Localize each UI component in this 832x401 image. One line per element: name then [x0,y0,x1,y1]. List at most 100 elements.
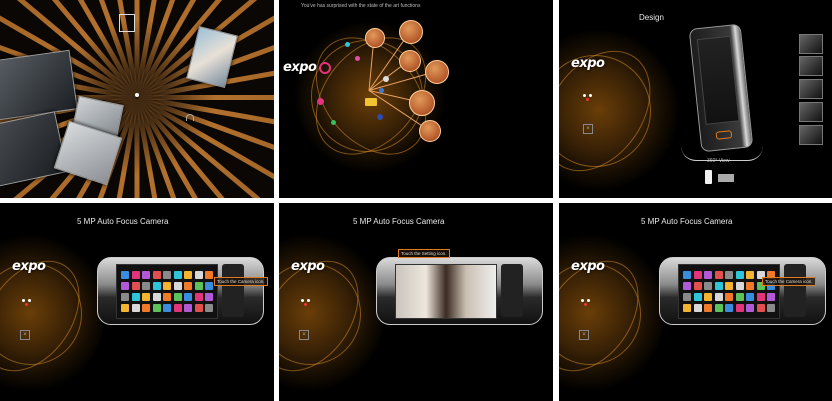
app-icon[interactable] [163,271,171,279]
app-icon[interactable] [121,304,129,312]
app-icon[interactable] [683,304,691,312]
app-icon[interactable] [693,282,702,290]
app-icon[interactable] [756,304,765,312]
bluetooth-icon[interactable] [383,76,389,82]
thumbnail-4[interactable] [799,102,823,122]
app-icon[interactable] [746,271,754,279]
close-icon[interactable]: × [579,330,589,340]
app-icon[interactable] [735,304,744,312]
app-icon[interactable] [735,271,744,279]
app-icon[interactable] [704,271,712,279]
thumbnail-1[interactable] [799,34,823,54]
app-icon[interactable] [704,293,712,301]
close-icon[interactable]: × [299,330,309,340]
app-icon[interactable] [194,293,203,301]
app-icon-cyan[interactable] [345,42,350,47]
app-icon[interactable] [131,282,140,290]
color-swatch-gray[interactable] [718,174,734,182]
app-icon[interactable] [767,282,775,290]
app-icon[interactable] [714,282,723,290]
app-icon[interactable] [152,293,161,301]
app-icon[interactable] [693,304,702,312]
app-icon[interactable] [142,271,150,279]
app-icon[interactable] [756,282,765,290]
app-icon[interactable] [152,282,161,290]
function-bubble-6[interactable] [419,120,441,142]
app-icon[interactable] [683,282,691,290]
app-icon[interactable] [693,271,702,279]
app-icon[interactable] [704,282,712,290]
app-icon[interactable] [173,293,182,301]
app-icon[interactable] [152,304,161,312]
app-icon-blue[interactable] [379,88,384,93]
thumbnail-3[interactable] [799,79,823,99]
app-icon[interactable] [194,282,203,290]
thumbnail-2[interactable] [799,56,823,76]
app-icon[interactable] [693,293,702,301]
app-icon[interactable] [142,282,150,290]
app-icon[interactable] [163,282,171,290]
app-icon[interactable] [725,304,733,312]
app-icon[interactable] [725,282,733,290]
app-icon[interactable] [131,271,140,279]
app-icon-green[interactable] [331,120,336,125]
app-icon[interactable] [746,304,754,312]
function-bubble-2[interactable] [399,20,423,44]
app-icon[interactable] [205,271,213,279]
app-icon[interactable] [735,293,744,301]
app-icon[interactable] [756,293,765,301]
app-icon[interactable] [767,293,775,301]
phone-horizontal[interactable] [659,257,826,325]
app-icon[interactable] [121,282,129,290]
app-icon[interactable] [142,293,150,301]
app-icon[interactable] [683,271,691,279]
app-icon[interactable] [194,271,203,279]
app-icon[interactable] [142,304,150,312]
function-bubble-4[interactable] [425,60,449,84]
app-icon[interactable] [725,293,733,301]
app-icon[interactable] [121,293,129,301]
app-icon[interactable] [735,282,744,290]
app-icon[interactable] [184,271,192,279]
color-swatch-white[interactable] [705,170,712,184]
function-bubble-5[interactable] [409,90,435,116]
app-icon[interactable] [205,304,213,312]
app-icon[interactable] [163,293,171,301]
app-icon-pink[interactable] [355,56,360,61]
app-icon[interactable] [194,304,203,312]
phone-vertical[interactable] [688,23,754,153]
app-icon[interactable] [131,304,140,312]
app-icon-darkblue[interactable] [377,114,383,120]
thumbnail-5[interactable] [799,125,823,145]
app-icon[interactable] [121,271,129,279]
phone-horizontal[interactable] [97,257,264,325]
app-icon[interactable] [756,271,765,279]
function-bubble-1[interactable] [365,28,385,48]
app-icon[interactable] [767,271,775,279]
app-icon-red[interactable] [317,98,324,105]
app-icon[interactable] [152,271,161,279]
mail-icon[interactable] [365,98,377,106]
phone-horizontal[interactable] [376,257,543,325]
app-icon[interactable] [714,293,723,301]
app-icon[interactable] [184,282,192,290]
app-icon[interactable] [683,293,691,301]
app-icon[interactable] [704,304,712,312]
app-icon[interactable] [184,304,192,312]
app-icon[interactable] [714,271,723,279]
app-icon[interactable] [173,304,182,312]
app-icon[interactable] [184,293,192,301]
app-icon[interactable] [714,304,723,312]
app-icon[interactable] [767,304,775,312]
app-icon[interactable] [173,282,182,290]
app-icon[interactable] [205,282,213,290]
phone-card-left[interactable] [0,49,78,121]
app-icon[interactable] [131,293,140,301]
close-icon[interactable]: × [583,124,593,134]
search-icon[interactable] [319,62,331,74]
app-icon[interactable] [746,293,754,301]
rotate-arc[interactable] [681,146,763,161]
app-icon[interactable] [725,271,733,279]
app-icon[interactable] [163,304,171,312]
app-icon[interactable] [173,271,182,279]
